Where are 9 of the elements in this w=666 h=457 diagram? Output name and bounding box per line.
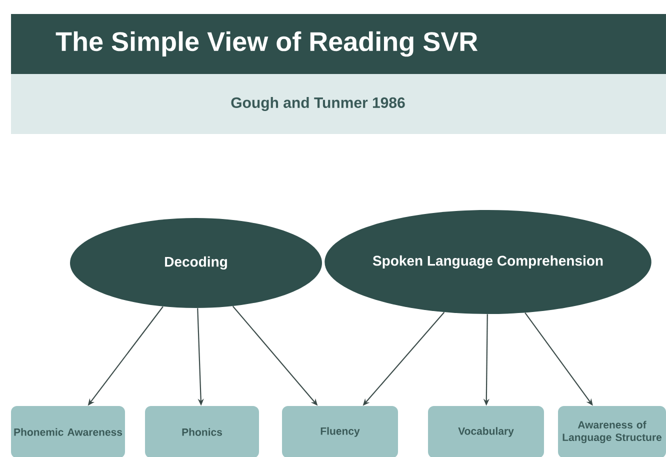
- skill-box: Awareness of Language Structure: [558, 406, 666, 457]
- ellipse-node: Spoken Language Comprehension: [324, 210, 652, 314]
- skill-box: Vocabulary: [428, 406, 544, 457]
- skill-box: Phonics: [145, 406, 259, 457]
- skill-box: Phonemic Awareness: [11, 406, 125, 457]
- skill-box: Fluency: [282, 406, 398, 457]
- subtitle-banner: Gough and Tunmer 1986: [11, 74, 666, 134]
- title-banner: The Simple View of Reading SVR: [11, 14, 666, 74]
- ellipse-node: Decoding: [70, 218, 322, 308]
